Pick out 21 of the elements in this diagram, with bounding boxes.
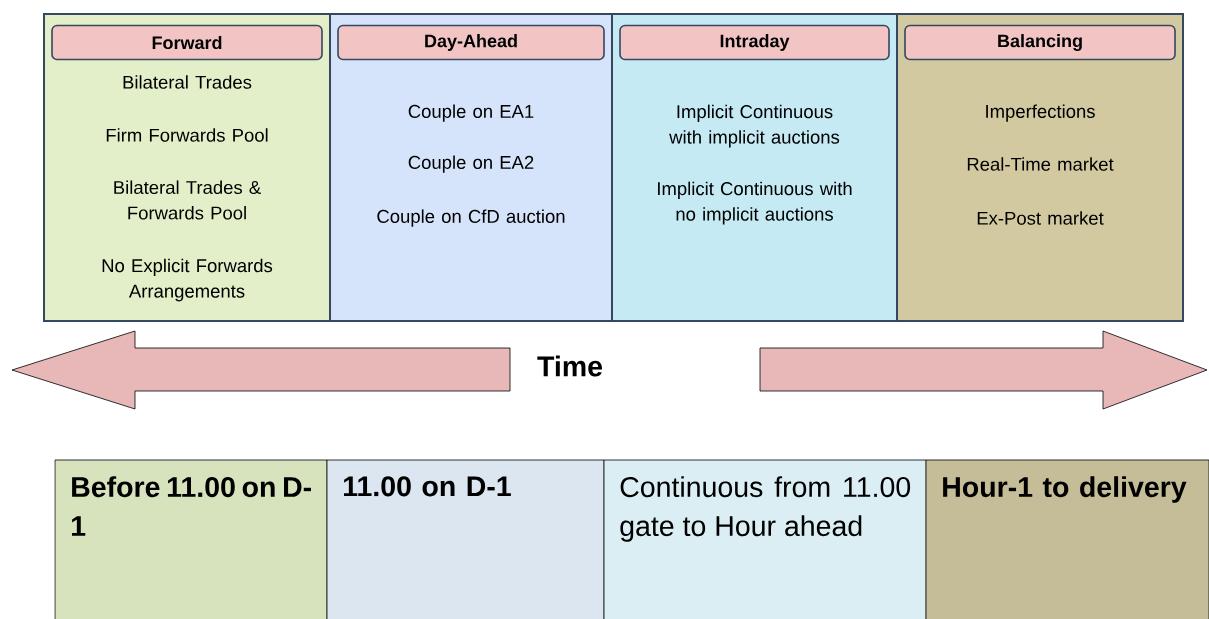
item-text: Bilateral Trades & Forwards Pool xyxy=(114,180,261,220)
header-tab: Day-Ahead xyxy=(337,24,605,61)
item-text: Implicit Continuous with implicit auctions xyxy=(669,104,840,148)
item-text: Ex-Post market xyxy=(977,211,1104,225)
item-text: Couple on CfD auction xyxy=(377,209,565,227)
axis-label: Time xyxy=(537,355,603,377)
table-cell: Before 11.00 on D-1 xyxy=(54,459,328,619)
item-text: Firm Forwards Pool xyxy=(106,128,268,142)
table-cell: 11.00 on D-1 xyxy=(326,459,605,619)
item-text: Imperfections xyxy=(986,104,1095,122)
header-tab: Forward xyxy=(51,24,323,61)
table-cell: Hour-1 to delivery xyxy=(925,459,1209,619)
item-text: No Explicit Forwards Arrangements xyxy=(102,258,273,302)
item-text: Bilateral Trades xyxy=(123,75,252,89)
item-text: Couple on EA2 xyxy=(408,155,534,173)
header-tab: Balancing xyxy=(904,24,1176,61)
header-tab: Intraday xyxy=(619,24,890,61)
table-cell: Continuous from 11.00 gate to Hour ahead xyxy=(603,459,927,619)
item-text: Couple on EA1 xyxy=(408,104,534,122)
item-text: Implicit Continuous with no implicit auctions xyxy=(658,181,852,225)
item-text: Real-Time market xyxy=(967,157,1114,171)
